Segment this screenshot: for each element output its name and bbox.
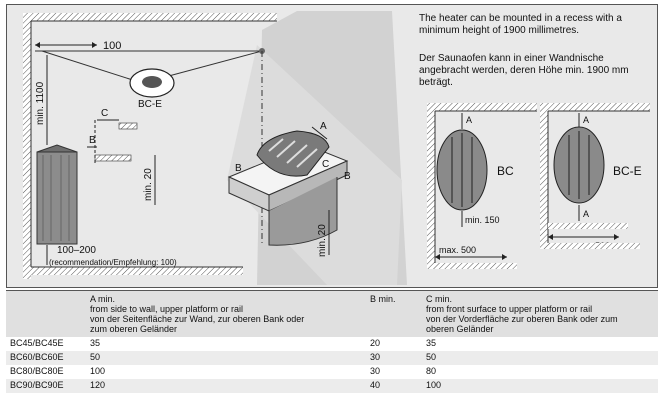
cell-a: 50 — [90, 352, 101, 362]
dim-a-line — [311, 126, 328, 140]
recess-bce-wall — [540, 103, 548, 243]
cell-model: BC90/BC90E — [10, 380, 64, 390]
cell-model: BC45/BC45E — [10, 338, 64, 348]
cell-a: 35 — [90, 338, 101, 348]
cell-model: BC60/BC60E — [10, 352, 64, 362]
arrow-icon — [435, 254, 440, 260]
upper-rail — [118, 122, 138, 130]
cell-c: 100 — [426, 380, 442, 390]
recess-bce-floor — [540, 243, 640, 249]
header-a-de: von der Seitenfläche zur Wand, zur obere… — [90, 314, 305, 324]
arrow-icon — [92, 42, 97, 48]
arrow-icon — [614, 234, 619, 240]
table-row: BC80/BC80E 100 30 80 — [6, 365, 658, 379]
recess-bc-wall — [427, 103, 435, 263]
model-bc-e-label: BC-E — [613, 164, 642, 178]
floor-hatch — [23, 267, 243, 275]
label-b-center-left: B — [235, 163, 242, 174]
label-b-center-right: B — [344, 171, 351, 182]
bce-label: BC-E — [138, 99, 162, 110]
heater-body — [268, 177, 338, 246]
header-c-en: from front surface to upper platform or … — [426, 304, 593, 314]
arrow-icon — [35, 42, 40, 48]
recess-a-top-right: A — [583, 115, 589, 125]
recess-bc-floor — [427, 263, 517, 269]
cell-c: 50 — [426, 352, 437, 362]
arrow-icon — [548, 234, 553, 240]
table-header-row: A min. from side to wall, upper platform… — [6, 290, 658, 337]
min-1100-label: min. 1100 — [35, 81, 46, 125]
header-a: A min. from side to wall, upper platform… — [86, 290, 366, 337]
min-20-left-label: min. 20 — [143, 168, 154, 201]
heater-side-view — [36, 151, 78, 245]
cell-b: 40 — [370, 380, 381, 390]
note-german: Der Saunaofen kann in einer Wandnische a… — [419, 53, 629, 88]
header-a-en: from side to wall, upper platform or rai… — [90, 304, 244, 314]
upper-platform — [94, 154, 132, 162]
table-row: BC60/BC60E 50 30 50 — [6, 351, 658, 365]
arrow-icon — [502, 254, 507, 260]
heater-3d — [256, 130, 330, 177]
label-b: B — [89, 135, 96, 146]
platform-side — [268, 160, 348, 212]
cell-b: 20 — [370, 338, 381, 348]
label-c-center: C — [322, 159, 329, 170]
header-c: C min. from front surface to upper platf… — [422, 290, 658, 337]
cell-a: 100 — [90, 366, 106, 376]
label-a: A — [320, 121, 327, 132]
wire — [164, 50, 263, 78]
recess-bc-ceiling — [427, 103, 537, 111]
recess-bce-shelf — [548, 223, 628, 229]
controller-icon — [142, 76, 162, 88]
installation-diagram: 100 BC-E min. 1100 — [6, 4, 658, 288]
table-row: BC45/BC45E 35 20 35 — [6, 337, 658, 351]
heater-stone — [276, 140, 296, 158]
heater-stone — [286, 144, 308, 164]
diagram-svg: 100 BC-E min. 1100 — [23, 11, 650, 285]
cell-c: 35 — [426, 338, 437, 348]
header-c-de2: oberen Geländer — [426, 324, 494, 334]
header-c-de: von der Vorderfläche zur oberen Bank ode… — [426, 314, 618, 324]
recess-a-bottom: A — [583, 209, 589, 219]
note-english: The heater can be mounted in a recess wi… — [419, 13, 622, 36]
dim-100-label: 100 — [103, 40, 121, 52]
heater-top — [36, 144, 78, 153]
cell-model: BC80/BC80E — [10, 366, 64, 376]
recess-a-top: A — [466, 115, 472, 125]
table-row: BC90/BC90E 120 40 100 — [6, 379, 658, 393]
max-500-left-label: max. 500 — [439, 245, 476, 255]
min-20-center-label: min. 20 — [317, 224, 328, 257]
cell-c: 80 — [426, 366, 437, 376]
recommendation-label: (recommendation/Empfehlung: 100) — [49, 258, 177, 267]
heater-stone — [296, 148, 318, 168]
left-wall-hatch — [23, 21, 31, 279]
range-100-200: 100–200 — [57, 245, 96, 256]
cell-b: 30 — [370, 352, 381, 362]
header-c-title: C min. — [426, 294, 453, 304]
header-b: B min. — [366, 290, 422, 337]
header-a-de2: zum oberen Geländer — [90, 324, 178, 334]
header-a-title: A min. — [90, 294, 116, 304]
ceiling-hatch — [23, 13, 277, 21]
model-bc-label: BC — [497, 164, 514, 178]
cell-a: 120 — [90, 380, 106, 390]
spec-table: A min. from side to wall, upper platform… — [6, 290, 658, 393]
header-model — [6, 290, 86, 337]
heater-stone — [268, 138, 284, 152]
recess-bce-ceiling — [540, 103, 650, 111]
cell-b: 30 — [370, 366, 381, 376]
min-150-label: min. 150 — [465, 215, 500, 225]
label-c: C — [101, 108, 108, 119]
wire — [41, 50, 143, 84]
